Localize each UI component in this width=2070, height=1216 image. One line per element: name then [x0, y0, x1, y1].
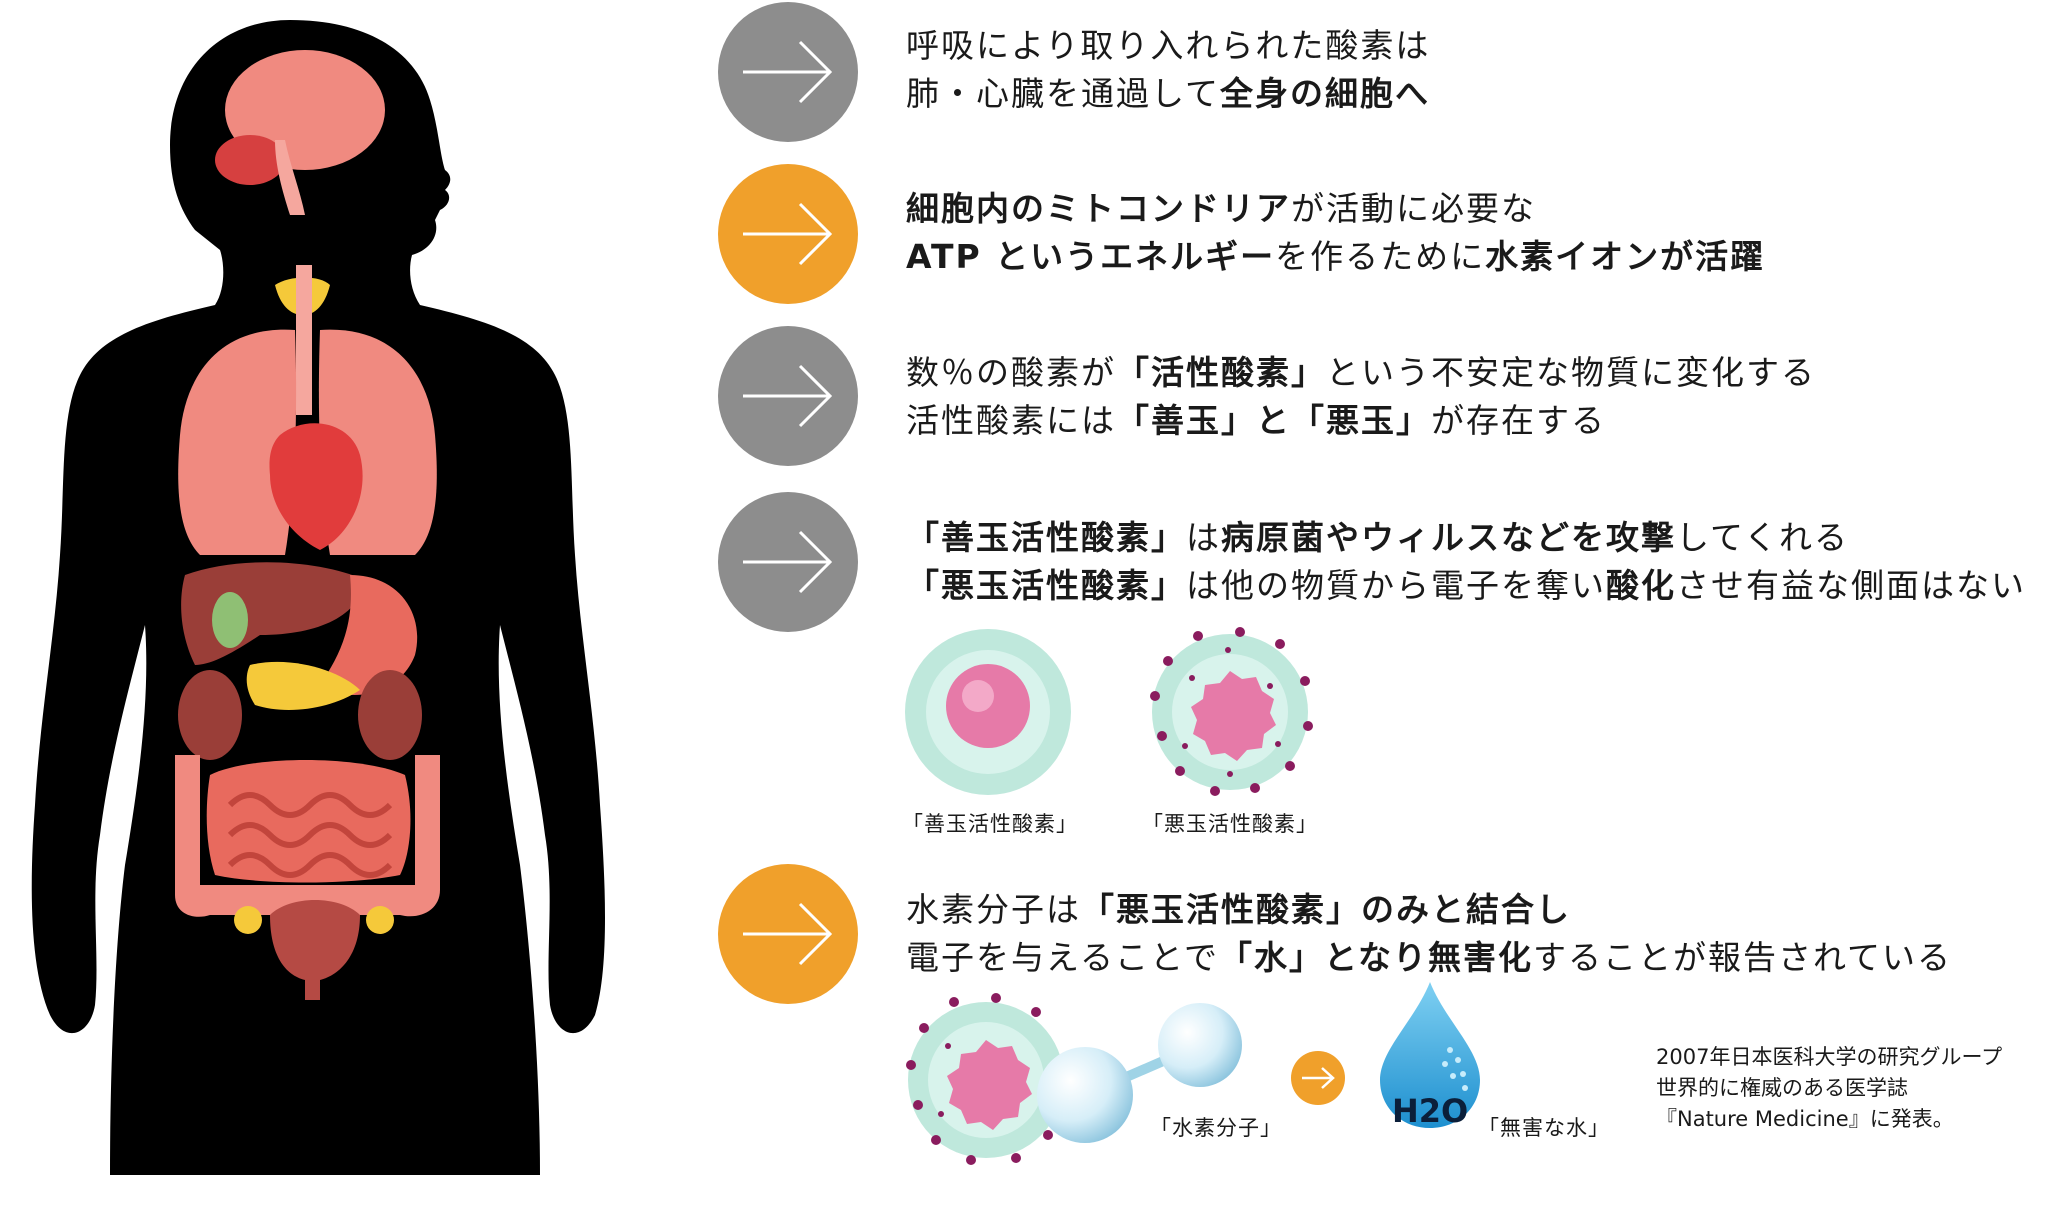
row-3-text: 数％の酸素が「活性酸素」という不安定な物質に変化する活性酸素には「善玉」と「悪玉… — [906, 349, 1816, 445]
hydrogen-caption: 「水素分子」 — [1150, 1116, 1282, 1140]
stomach — [320, 575, 418, 695]
arrow-circle-2 — [718, 164, 858, 304]
good-radical-cell — [905, 629, 1071, 795]
body-text: が存在する — [1431, 401, 1606, 440]
row-3-line-2: 活性酸素には「善玉」と「悪玉」が存在する — [906, 397, 1816, 445]
row-5-line-2: 電子を与えることで「水」となり無害化することが報告されている — [906, 934, 1952, 982]
body-text: 数％の酸素が — [906, 353, 1116, 392]
emphasis-text: 酸化 — [1606, 566, 1676, 605]
cerebellum — [215, 135, 285, 185]
h2o-label: H2O — [1392, 1092, 1469, 1130]
row-3-line-1: 数％の酸素が「活性酸素」という不安定な物質に変化する — [906, 349, 1816, 397]
emphasis-text: 全身の細胞へ — [1220, 74, 1431, 113]
research-note: 2007年日本医科大学の研究グループ 世界的に権威のある医学誌 『Nature … — [1656, 1042, 2002, 1135]
emphasis-text: 「善玉」と「悪玉」 — [1116, 401, 1431, 440]
emphasis-text: 「活性酸素」 — [1116, 353, 1326, 392]
body-text: 電子を与えることで — [906, 938, 1220, 977]
left-ovary — [234, 906, 262, 934]
row-4-line-2: 「悪玉活性酸素」は他の物質から電子を奪い酸化させ有益な側面はない — [906, 562, 2026, 610]
row-1-line-1: 呼吸により取り入れられた酸素は — [906, 22, 1430, 70]
emphasis-text: 「水」となり無害化 — [1219, 938, 1534, 977]
hydrogen-molecule — [1037, 1003, 1242, 1143]
intestine-coils — [227, 792, 393, 878]
water-drop — [1380, 982, 1480, 1128]
heart — [269, 423, 363, 550]
body-text: は — [1186, 518, 1221, 557]
emphasis-text: ATP というエネルギー — [906, 237, 1276, 276]
arrow-right-icon — [743, 364, 833, 428]
body-text: 肺・心臓を通過して — [906, 74, 1221, 113]
reaction-arrow-icon — [1291, 1051, 1345, 1105]
arrow-right-icon — [743, 902, 833, 966]
row-2-line-2: ATP というエネルギーを作るために水素イオンが活躍 — [906, 233, 1765, 281]
body-text: 活性酸素には — [906, 401, 1116, 440]
right-kidney — [358, 670, 422, 760]
left-lung — [178, 329, 297, 555]
row-2-line-1: 細胞内のミトコンドリアが活動に必要な — [906, 185, 1765, 233]
row-1-line-2: 肺・心臓を通過して全身の細胞へ — [906, 70, 1430, 118]
row-5-line-1: 水素分子は「悪玉活性酸素」のみと結合し — [906, 886, 1952, 934]
arrow-right-icon — [743, 40, 833, 104]
arrow-circle-5 — [718, 864, 858, 1004]
emphasis-text: のみと結合し — [1361, 890, 1571, 929]
right-ovary — [366, 906, 394, 934]
arrow-circle-4 — [718, 492, 858, 632]
body-text: は他の物質から電子を奪い — [1186, 566, 1606, 605]
row-4-line-1: 「善玉活性酸素」は病原菌やウィルスなどを攻撃してくれる — [906, 514, 2026, 562]
body-text: という不安定な物質に変化する — [1326, 353, 1816, 392]
bad-radical-cell-reaction — [906, 993, 1064, 1165]
large-intestine — [175, 755, 440, 917]
body-text: 水素分子は — [906, 890, 1081, 929]
research-note-line-3: 『Nature Medicine』に発表。 — [1656, 1107, 1954, 1131]
human-body-illustration — [31, 20, 606, 1175]
emphasis-text: 「悪玉活性酸素」 — [906, 566, 1186, 605]
body-text: を作るために — [1275, 237, 1486, 276]
row-4-text: 「善玉活性酸素」は病原菌やウィルスなどを攻撃してくれる「悪玉活性酸素」は他の物質… — [906, 514, 2026, 610]
uterus — [270, 900, 360, 1000]
pancreas — [246, 661, 360, 710]
row-5-text: 水素分子は「悪玉活性酸素」のみと結合し電子を与えることで「水」となり無害化するこ… — [906, 886, 1952, 982]
body-text: が活動に必要な — [1291, 189, 1536, 228]
emphasis-text: 細胞内のミトコンドリア — [906, 189, 1291, 228]
water-caption: 「無害な水」 — [1478, 1116, 1610, 1140]
emphasis-text: 病原菌やウィルスなどを攻撃 — [1221, 518, 1676, 557]
bad-radical-cell — [1150, 627, 1313, 796]
trachea — [296, 265, 312, 415]
row-1-text: 呼吸により取り入れられた酸素は肺・心臓を通過して全身の細胞へ — [906, 22, 1430, 118]
left-kidney — [178, 670, 242, 760]
research-note-line-2: 世界的に権威のある医学誌 — [1656, 1076, 1908, 1100]
arrow-circle-3 — [718, 326, 858, 466]
body-text: してくれる — [1676, 518, 1850, 557]
body-text: することが報告されている — [1533, 938, 1953, 977]
emphasis-text: 「悪玉活性酸素」 — [1081, 890, 1361, 929]
emphasis-text: 水素イオンが活躍 — [1485, 237, 1766, 276]
gallbladder — [212, 592, 248, 648]
arrow-circle-1 — [718, 2, 858, 142]
small-intestine — [206, 760, 411, 883]
arrow-right-icon — [743, 530, 833, 594]
arrow-right-icon — [743, 202, 833, 266]
brain-stem — [275, 140, 305, 215]
body-text: 呼吸により取り入れられた酸素は — [906, 26, 1431, 65]
research-note-line-1: 2007年日本医科大学の研究グループ — [1656, 1045, 2003, 1069]
bad-radical-caption: 「悪玉活性酸素」 — [1142, 812, 1318, 836]
emphasis-text: 「善玉活性酸素」 — [906, 518, 1186, 557]
body-text: させ有益な側面はない — [1676, 566, 2026, 605]
good-radical-caption: 「善玉活性酸素」 — [902, 812, 1078, 836]
